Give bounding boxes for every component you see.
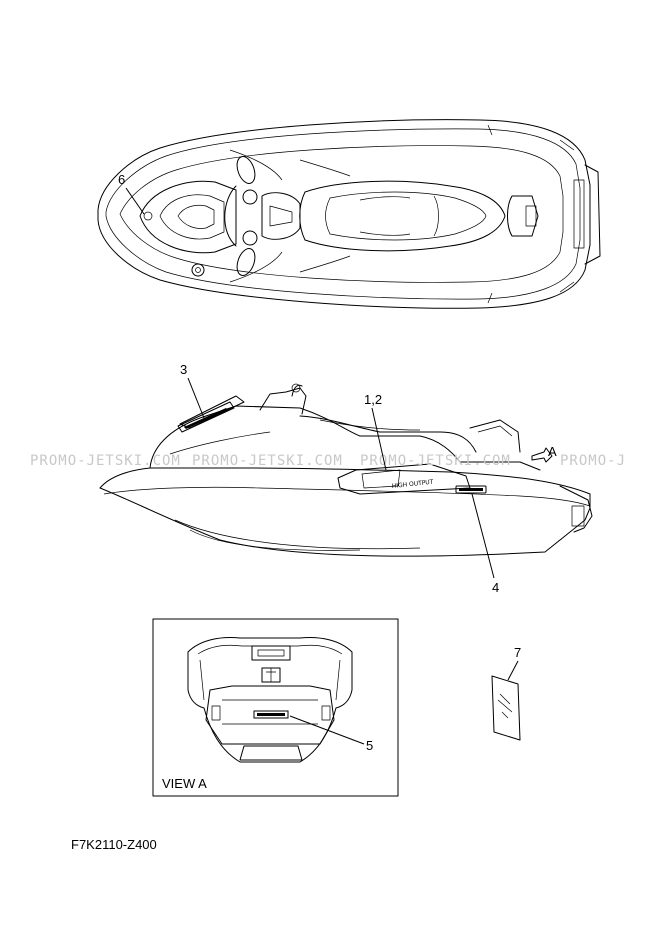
callout-7: 7 xyxy=(514,645,521,660)
arrow-a-label: A xyxy=(548,444,557,459)
top-view-watercraft xyxy=(97,119,601,309)
side-view-watercraft: HIGH OUTPUT xyxy=(99,383,593,557)
decal-script: HIGH OUTPUT xyxy=(391,479,434,490)
watermark-1: PROMO-JETSKI.COM xyxy=(30,453,181,469)
callout-1-2-leader xyxy=(371,407,387,471)
watermark-3: PROMO-JETSKI.COM xyxy=(360,453,511,469)
part-code: F7K2110-Z400 xyxy=(71,837,157,852)
callout-6: 6 xyxy=(118,172,125,187)
callout-5-leader xyxy=(289,715,365,745)
callout-4-leader xyxy=(471,493,495,579)
callout-1-2: 1,2 xyxy=(364,392,382,407)
callout-5: 5 xyxy=(366,738,373,753)
callout-3: 3 xyxy=(180,362,187,377)
callout-4: 4 xyxy=(492,580,499,595)
watermark-2: PROMO-JETSKI.COM xyxy=(192,453,343,469)
callout-3-leader xyxy=(187,377,205,419)
callout-7-leader xyxy=(507,660,519,681)
view-a-stern-drawing xyxy=(187,637,353,763)
view-a-label: VIEW A xyxy=(162,776,207,791)
watermark-4: PROMO-J xyxy=(560,453,626,469)
callout-6-leader xyxy=(125,187,145,215)
item-7-label-sheet xyxy=(491,675,521,741)
view-a-frame xyxy=(152,618,399,797)
